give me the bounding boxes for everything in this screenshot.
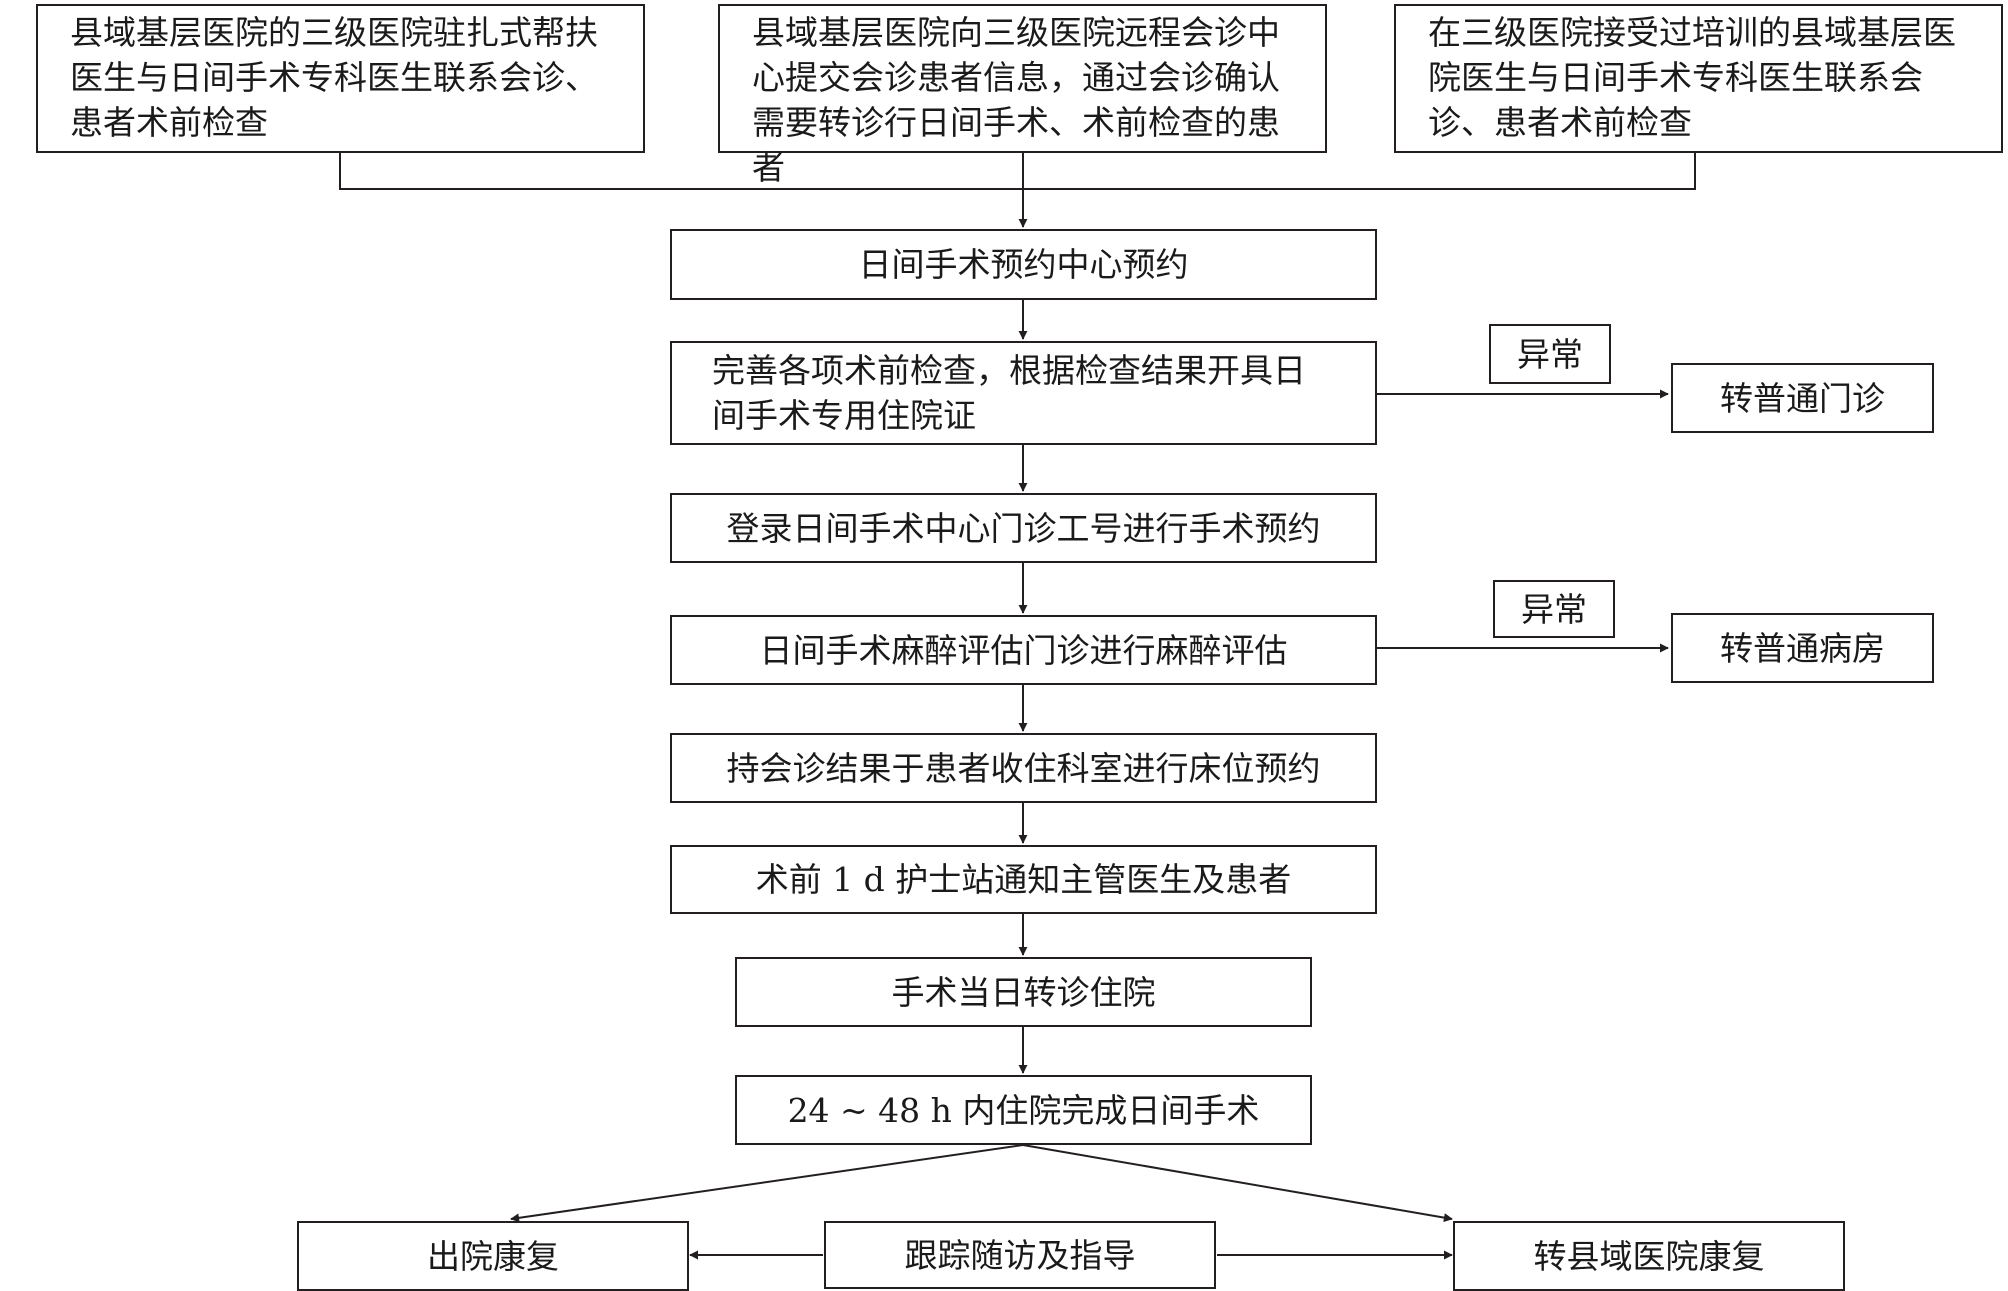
outcome-county-rehab-text: 转县域医院康复 — [1533, 1236, 1765, 1276]
merge-connector — [339, 153, 1696, 190]
source-remote-consultation-text: 县域基层医院向三级医院远程会诊中心提交会诊患者信息，通过会诊确认需要转诊行日间手… — [752, 13, 1280, 187]
step-preop-exams-text: 完善各项术前检查，根据检查结果开具日间手术专用住院证 — [712, 351, 1306, 435]
step-bed-booking: 持会诊结果于患者收住科室进行床位预约 — [670, 733, 1377, 803]
abnormal-label-1-text: 异常 — [1517, 334, 1583, 374]
abnormal-label-1: 异常 — [1489, 324, 1611, 384]
step-preop-exams: 完善各项术前检查，根据检查结果开具日间手术专用住院证 — [670, 341, 1377, 445]
source-trained-doctor-text: 在三级医院接受过培训的县域基层医院医生与日间手术专科医生联系会诊、患者术前检查 — [1428, 13, 1956, 142]
step-surgery: 24 ~ 48 h 内住院完成日间手术 — [735, 1075, 1312, 1145]
outcome-follow-up: 跟踪随访及指导 — [824, 1221, 1216, 1289]
branch-to-outpatient-text: 转普通门诊 — [1720, 378, 1885, 418]
step-nurse-notify: 术前 1 d 护士站通知主管医生及患者 — [670, 845, 1377, 914]
step-appointment-center-text: 日间手术预约中心预约 — [858, 245, 1189, 284]
outcome-discharge: 出院康复 — [297, 1221, 689, 1291]
source-trained-doctor: 在三级医院接受过培训的县域基层医院医生与日间手术专科医生联系会诊、患者术前检查 — [1394, 4, 2003, 153]
step-anesthesia-eval-text: 日间手术麻醉评估门诊进行麻醉评估 — [759, 630, 1288, 670]
outcome-county-rehab: 转县域医院康复 — [1453, 1221, 1845, 1291]
step-bed-booking-text: 持会诊结果于患者收住科室进行床位预约 — [726, 748, 1321, 788]
step-appointment-center: 日间手术预约中心预约 — [670, 229, 1377, 300]
step-nurse-notify-text: 术前 1 d 护士站通知主管医生及患者 — [755, 860, 1292, 899]
source-resident-doctor-text: 县域基层医院的三级医院驻扎式帮扶医生与日间手术专科医生联系会诊、患者术前检查 — [70, 13, 598, 142]
step-anesthesia-eval: 日间手术麻醉评估门诊进行麻醉评估 — [670, 615, 1377, 685]
arrow-to-discharge — [510, 1144, 1024, 1223]
branch-to-ward-text: 转普通病房 — [1720, 628, 1885, 668]
arrow-to-county-rehab — [1022, 1144, 1453, 1223]
step-login-booking-text: 登录日间手术中心门诊工号进行手术预约 — [726, 508, 1321, 548]
source-resident-doctor: 县域基层医院的三级医院驻扎式帮扶医生与日间手术专科医生联系会诊、患者术前检查 — [36, 4, 645, 153]
step-same-day-admit: 手术当日转诊住院 — [735, 957, 1312, 1027]
branch-to-ward: 转普通病房 — [1671, 613, 1934, 683]
outcome-discharge-text: 出院康复 — [427, 1236, 559, 1276]
source-remote-consultation: 县域基层医院向三级医院远程会诊中心提交会诊患者信息，通过会诊确认需要转诊行日间手… — [718, 4, 1327, 187]
step-login-booking: 登录日间手术中心门诊工号进行手术预约 — [670, 493, 1377, 563]
outcome-follow-up-text: 跟踪随访及指导 — [904, 1235, 1136, 1275]
step-same-day-admit-text: 手术当日转诊住院 — [891, 972, 1156, 1012]
step-surgery-text: 24 ~ 48 h 内住院完成日间手术 — [787, 1090, 1260, 1130]
branch-to-outpatient: 转普通门诊 — [1671, 363, 1934, 433]
abnormal-label-2-text: 异常 — [1521, 589, 1587, 629]
abnormal-label-2: 异常 — [1493, 580, 1615, 638]
